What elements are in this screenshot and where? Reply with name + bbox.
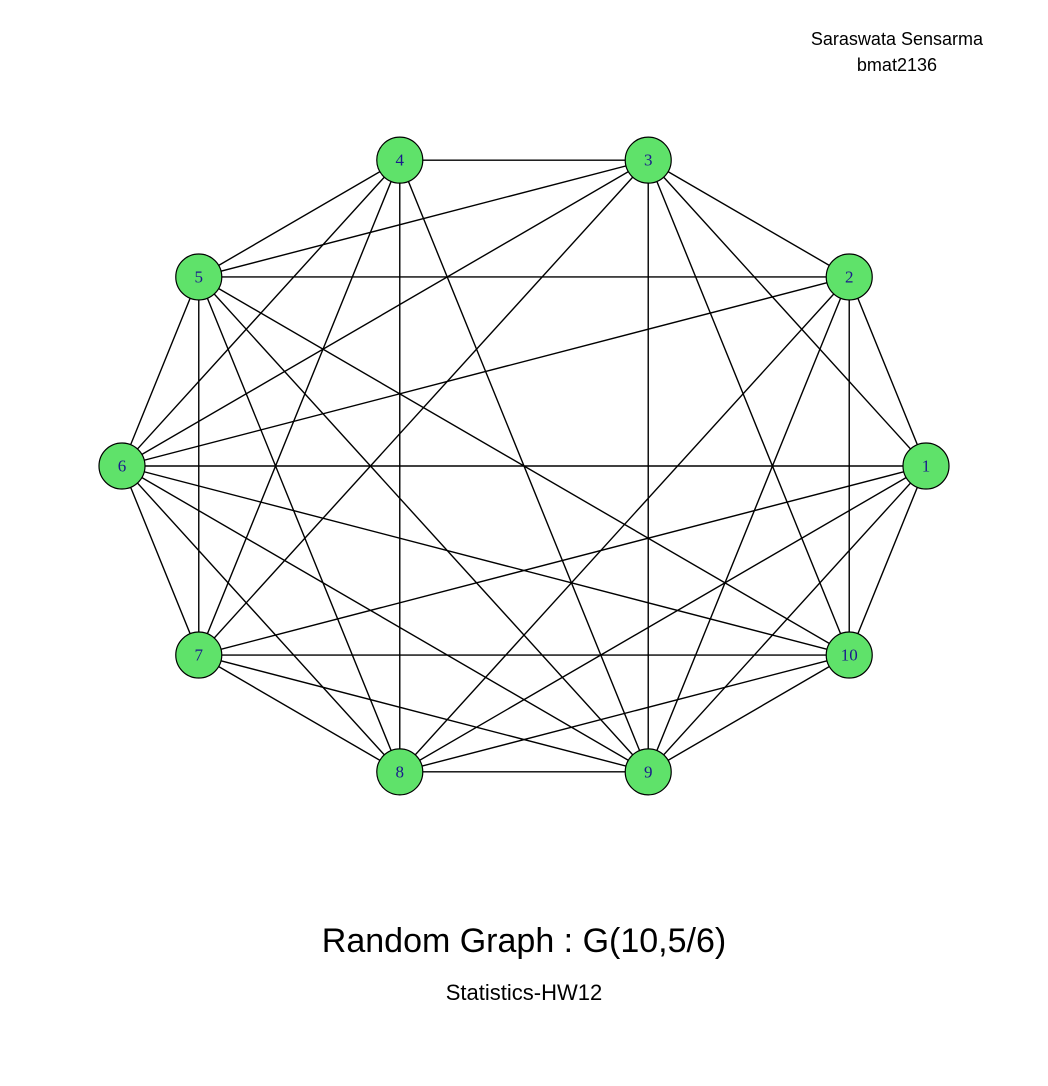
graph-subtitle: Statistics-HW12 — [445, 980, 603, 1005]
node-1: 1 — [902, 442, 950, 490]
node-circle-6 — [98, 442, 146, 490]
edge-4-7 — [198, 159, 401, 656]
edge-5-10 — [198, 276, 850, 656]
edge-4-5 — [198, 159, 401, 278]
edge-7-8 — [198, 654, 401, 773]
node-label-1: 1 — [922, 457, 931, 476]
node-2: 2 — [825, 253, 873, 301]
node-circle-1 — [902, 442, 950, 490]
author-id: bmat2136 — [856, 55, 937, 75]
node-9: 9 — [624, 748, 672, 796]
edge-6-9 — [121, 465, 649, 773]
node-6: 6 — [98, 442, 146, 490]
node-10: 10 — [825, 631, 873, 679]
edge-5-8 — [198, 276, 401, 773]
node-label-3: 3 — [644, 151, 653, 170]
edge-1-10 — [848, 465, 927, 656]
edge-6-8 — [121, 465, 401, 773]
edge-8-10 — [399, 654, 850, 773]
node-label-9: 9 — [644, 762, 653, 781]
node-label-7: 7 — [195, 646, 204, 665]
node-circle-7 — [175, 631, 223, 679]
node-label-4: 4 — [396, 151, 405, 170]
node-layer: 1 2 3 4 5 6 7 8 9 10 — [98, 136, 950, 796]
node-circle-9 — [624, 748, 672, 796]
node-label-8: 8 — [396, 762, 405, 781]
node-5: 5 — [175, 253, 223, 301]
node-circle-5 — [175, 253, 223, 301]
node-label-2: 2 — [845, 267, 854, 286]
edge-3-6 — [121, 159, 649, 467]
edge-5-6 — [121, 276, 200, 467]
node-label-5: 5 — [195, 267, 204, 286]
edge-6-7 — [121, 465, 200, 656]
node-circle-4 — [376, 136, 424, 184]
edge-2-9 — [647, 276, 850, 773]
node-circle-10 — [825, 631, 873, 679]
edge-layer — [121, 159, 927, 773]
node-label-6: 6 — [118, 457, 127, 476]
edge-2-3 — [647, 159, 850, 278]
node-circle-8 — [376, 748, 424, 796]
node-circle-2 — [825, 253, 873, 301]
edge-7-9 — [198, 654, 649, 773]
edge-5-9 — [198, 276, 649, 773]
author-block: Saraswata Sensarma bmat2136 — [811, 26, 983, 78]
edge-1-3 — [647, 159, 927, 467]
node-circle-3 — [624, 136, 672, 184]
node-label-10: 10 — [841, 646, 858, 665]
node-4: 4 — [376, 136, 424, 184]
node-8: 8 — [376, 748, 424, 796]
edge-3-10 — [647, 159, 850, 656]
node-3: 3 — [624, 136, 672, 184]
graph-title: Random Graph : G(10,5/6) — [321, 922, 727, 960]
author-name: Saraswata Sensarma — [810, 29, 983, 49]
edge-1-8 — [399, 465, 927, 773]
node-7: 7 — [175, 631, 223, 679]
edge-6-10 — [121, 465, 850, 656]
edge-9-10 — [647, 654, 850, 773]
edge-1-2 — [848, 276, 927, 467]
